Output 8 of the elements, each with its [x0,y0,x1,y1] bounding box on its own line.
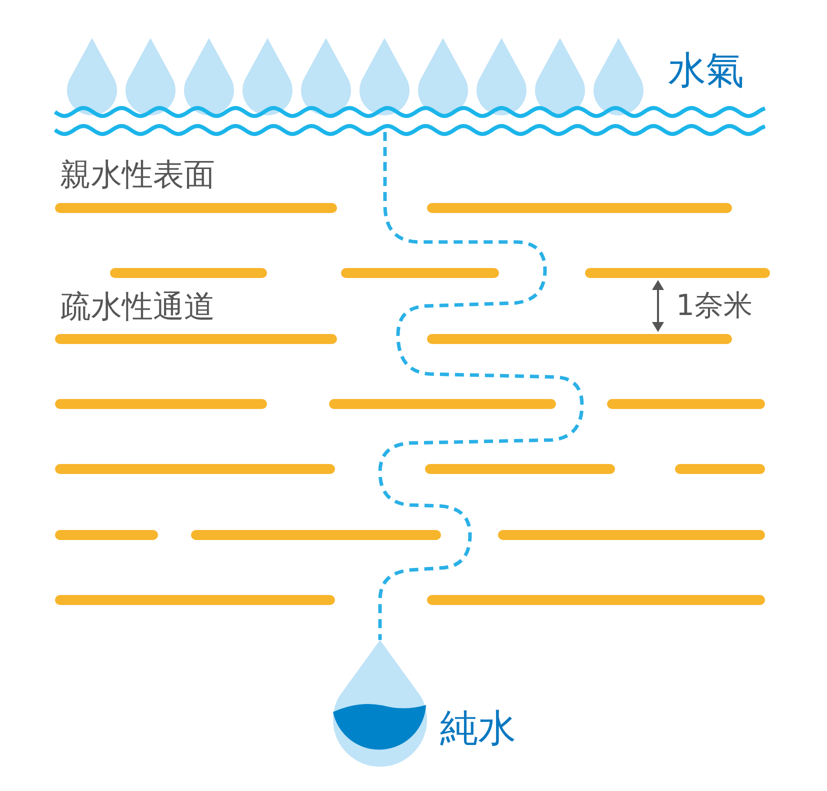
water-path-line [378,132,584,640]
dimension-label: 1奈米 [676,290,752,322]
water-droplet-drawing [333,640,427,767]
channel-label: 疏水性通道 [60,290,215,324]
water-label: 純水 [440,708,516,750]
surface-label: 親水性表面 [60,158,215,192]
vapor-label: 水氣 [668,50,744,92]
water-surface-drawing [53,106,766,136]
